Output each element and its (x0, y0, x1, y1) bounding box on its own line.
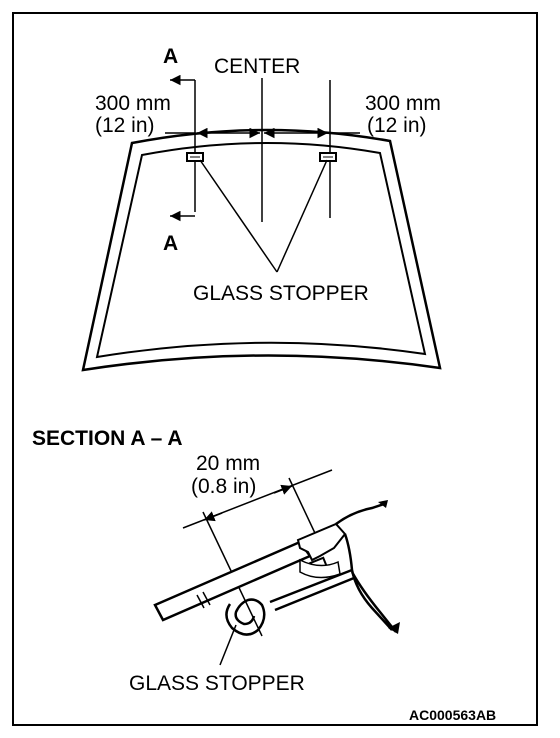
glass-stopper-label-top: GLASS STOPPER (193, 282, 369, 305)
section-a-a-view: SECTION A – A 20 mm (0.8 in) GLASS STOPP… (32, 427, 400, 695)
section-stopper-leader (219, 624, 237, 666)
glass-stopper-clip (225, 598, 266, 636)
glass-stopper-label-section: GLASS STOPPER (129, 672, 305, 695)
right-dimension-metric: 300 mm (365, 92, 441, 115)
center-label: CENTER (214, 55, 300, 78)
section-dimension-imperial: (0.8 in) (191, 475, 256, 498)
adhesive-bead (299, 558, 341, 579)
body-panel (335, 502, 397, 633)
section-marker-bottom: A (163, 232, 178, 255)
windshield-top-view: CENTER 300 mm (12 in) 300 mm (12 in) A A… (81, 45, 442, 372)
section-dimension-arrow-right (273, 484, 293, 495)
figure-code: AC000563AB (409, 707, 496, 723)
left-dimension-metric: 300 mm (95, 92, 171, 115)
windshield-inner-outline (95, 142, 427, 359)
stopper-leader-right (276, 159, 328, 273)
left-dimension-imperial: (12 in) (95, 114, 155, 137)
right-dimension-imperial: (12 in) (367, 114, 427, 137)
stopper-leader-left (199, 159, 278, 273)
section-marker-top: A (163, 45, 178, 68)
section-title: SECTION A – A (32, 427, 183, 450)
section-dimension-metric: 20 mm (196, 452, 260, 475)
glass-panel (153, 540, 312, 622)
windshield-molding (296, 522, 347, 562)
